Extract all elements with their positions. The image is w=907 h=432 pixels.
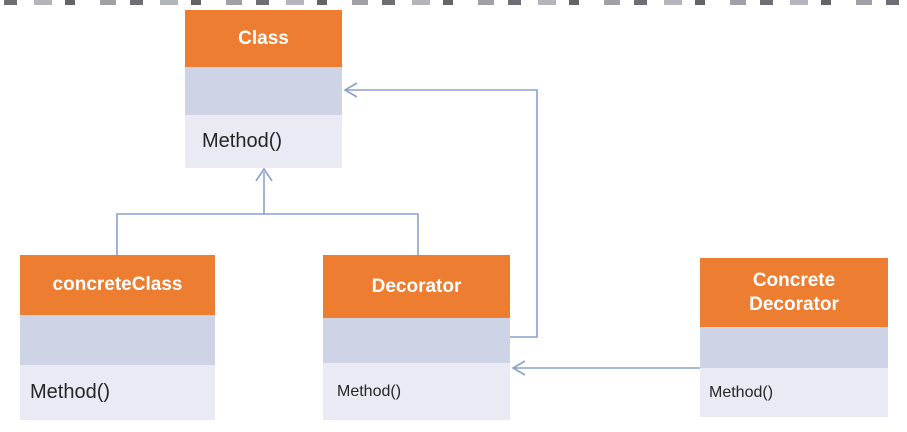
open-arrowhead-left-icon [343, 82, 358, 98]
decorator-box-method: Method() [323, 363, 510, 420]
concrete-decorator-box: Concrete Decorator Method() [700, 258, 888, 417]
concrete-decorator-box-title: Concrete Decorator [700, 258, 888, 327]
concrete-decorator-to-decorator-association-arrow [511, 360, 700, 376]
concrete-class-box: concreteClass Method() [20, 255, 215, 420]
concrete-class-box-method: Method() [20, 365, 215, 420]
clipped-text-fragments [4, 0, 903, 5]
open-arrowhead-left-icon [511, 360, 526, 376]
concrete-class-box-attributes-section [20, 315, 215, 365]
decorator-box-attributes-section [323, 318, 510, 363]
decorator-box: Decorator Method() [323, 255, 510, 420]
class-box-method: Method() [185, 115, 342, 168]
concrete-decorator-box-attributes-section [700, 327, 888, 368]
concrete-class-box-title: concreteClass [20, 255, 215, 315]
class-box-attributes-section [185, 67, 342, 115]
concrete-decorator-box-method: Method() [700, 368, 888, 417]
open-arrowhead-up-icon [255, 167, 273, 182]
generalization-connector [116, 167, 419, 256]
class-box-title: Class [185, 10, 342, 67]
decorator-box-title: Decorator [323, 255, 510, 318]
class-box: Class Method() [185, 10, 342, 168]
